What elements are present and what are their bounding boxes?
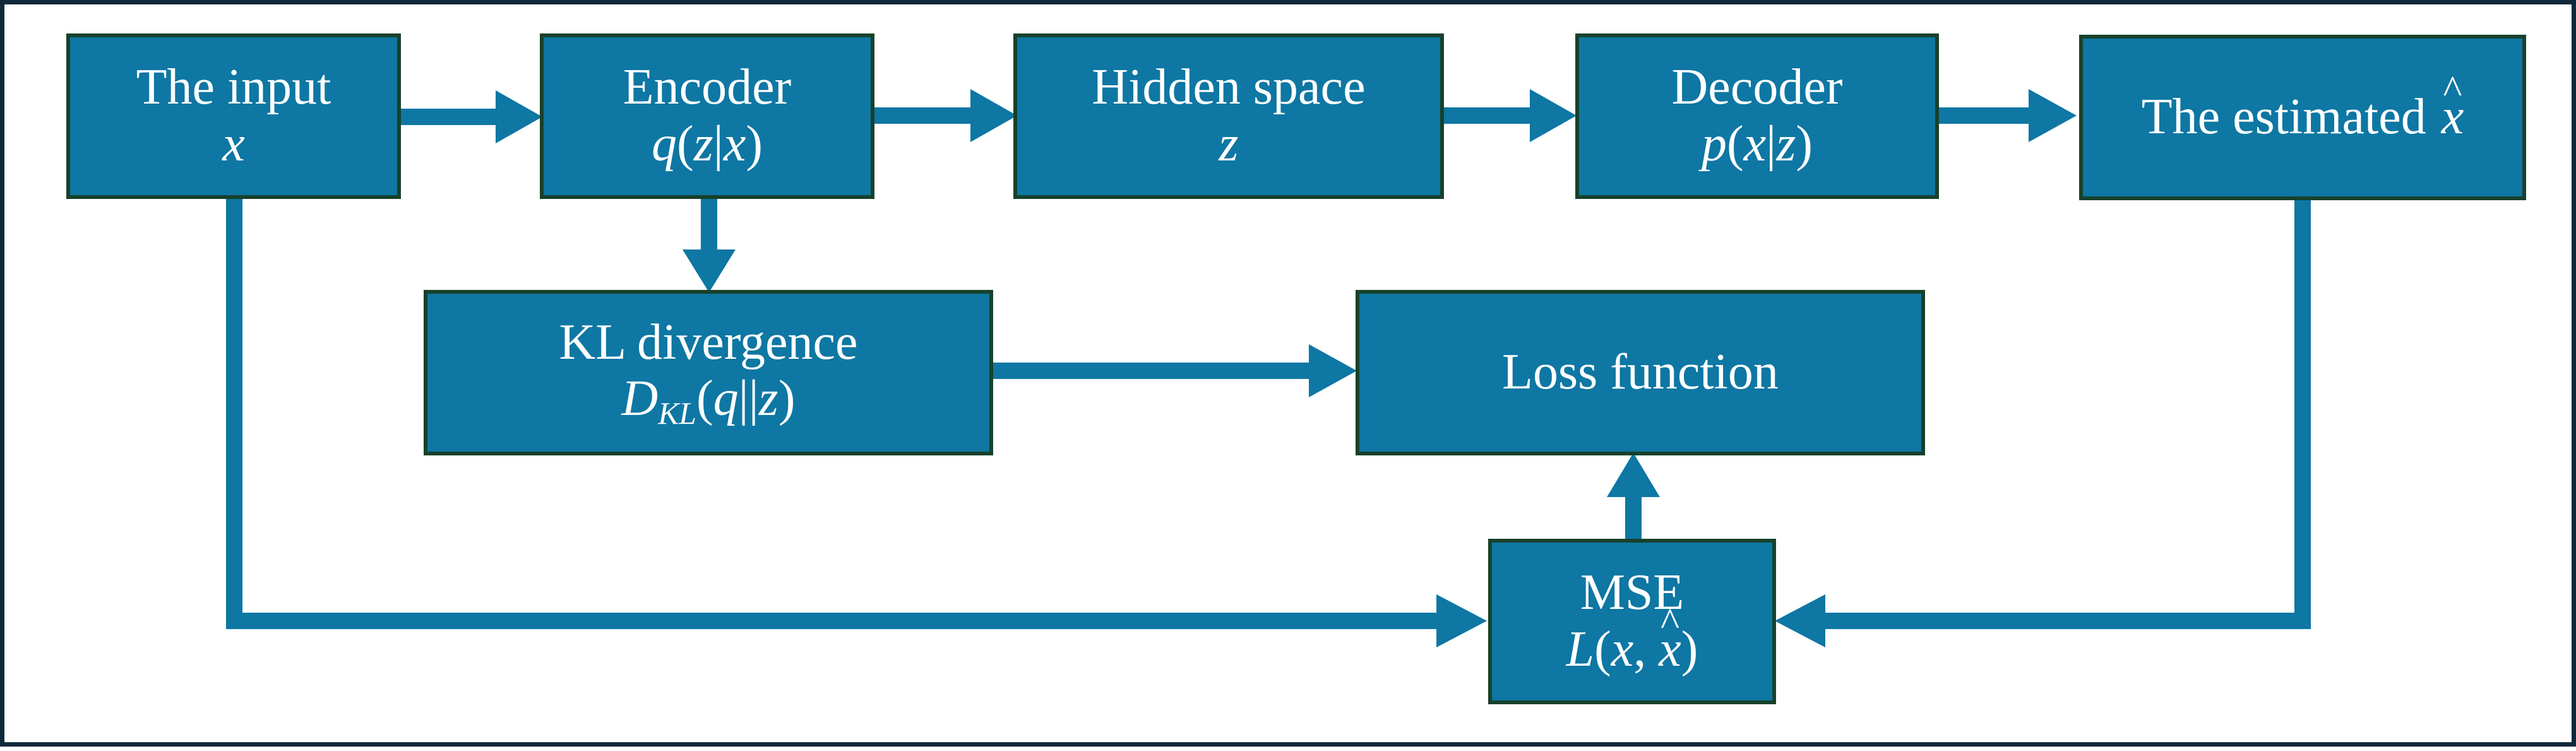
formula-paren-open: (: [1594, 622, 1611, 677]
formula-arg1: q: [713, 371, 739, 427]
formula-symbol: p: [1702, 116, 1727, 172]
node-kl-title: KL divergence: [559, 314, 858, 370]
formula-arg2: z: [1776, 116, 1796, 172]
formula-separator: ||: [738, 371, 759, 427]
node-loss-title: Loss function: [1502, 344, 1779, 400]
node-decoder-formula: p(x|z): [1702, 116, 1813, 173]
node-encoder: Encoder q(z|x): [540, 33, 874, 199]
node-input: The input x: [66, 33, 401, 199]
formula-arg1: x: [1611, 622, 1634, 677]
arrowhead-estimated: [2029, 89, 2077, 142]
formula-arg1: x: [1743, 116, 1767, 172]
node-decoder: Decoder p(x|z): [1575, 33, 1939, 199]
formula-paren-open: (: [677, 116, 694, 172]
node-input-title: The input: [136, 59, 331, 116]
node-hidden-space: Hidden space z: [1013, 33, 1444, 199]
node-encoder-formula: q(z|x): [652, 116, 763, 173]
formula-separator: |: [1766, 116, 1777, 172]
formula-symbol: L: [1566, 622, 1595, 677]
formula-paren-close: ): [1796, 116, 1813, 172]
node-mse-formula: L(x, x): [1566, 622, 1698, 678]
formula-symbol: q: [652, 116, 677, 172]
formula-paren-open: (: [696, 371, 713, 427]
formula-paren-close: ): [746, 116, 763, 172]
formula-arg2-hat: x: [1659, 622, 1681, 678]
formula-symbol: D: [621, 371, 659, 427]
formula-paren-close: ): [778, 371, 796, 427]
arrowhead-loss-from-mse: [1607, 453, 1660, 497]
node-estimated: The estimated x: [2079, 35, 2526, 200]
formula-arg1: z: [693, 116, 713, 172]
arrowhead-encoder: [496, 90, 542, 143]
arrowhead-kl: [683, 249, 736, 292]
node-hidden-symbol: z: [1219, 116, 1239, 172]
formula-separator: |: [713, 116, 724, 172]
node-mse: MSE L(x, x): [1488, 539, 1776, 704]
node-loss-function: Loss function: [1356, 290, 1925, 455]
formula-paren-close: ): [1681, 622, 1698, 677]
node-decoder-title: Decoder: [1671, 59, 1843, 116]
edge-estimated-mse: [1824, 198, 2311, 629]
diagram-connectors: [226, 89, 2311, 647]
arrowhead-loss-from-kl: [1309, 344, 1357, 397]
arrowhead-hidden: [970, 89, 1017, 142]
node-kl-formula: DKL(q||z): [622, 371, 796, 431]
formula-arg2: x: [723, 116, 746, 172]
arrowhead-mse-from-input: [1436, 594, 1487, 647]
node-encoder-title: Encoder: [623, 59, 792, 116]
edge-input-mse: [226, 198, 1438, 629]
arrowhead-mse-from-estimated: [1775, 594, 1825, 647]
formula-separator: ,: [1633, 622, 1659, 677]
node-kl-divergence: KL divergence DKL(q||z): [424, 290, 993, 455]
node-hidden-title: Hidden space: [1092, 59, 1366, 116]
node-estimated-symbol: x: [2442, 89, 2464, 146]
formula-arg2: z: [758, 371, 778, 427]
formula-subscript: KL: [658, 395, 696, 431]
formula-paren-open: (: [1727, 116, 1744, 172]
node-input-symbol: x: [222, 116, 245, 172]
arrowhead-decoder: [1530, 89, 1577, 142]
node-estimated-title: The estimated: [2141, 89, 2426, 145]
